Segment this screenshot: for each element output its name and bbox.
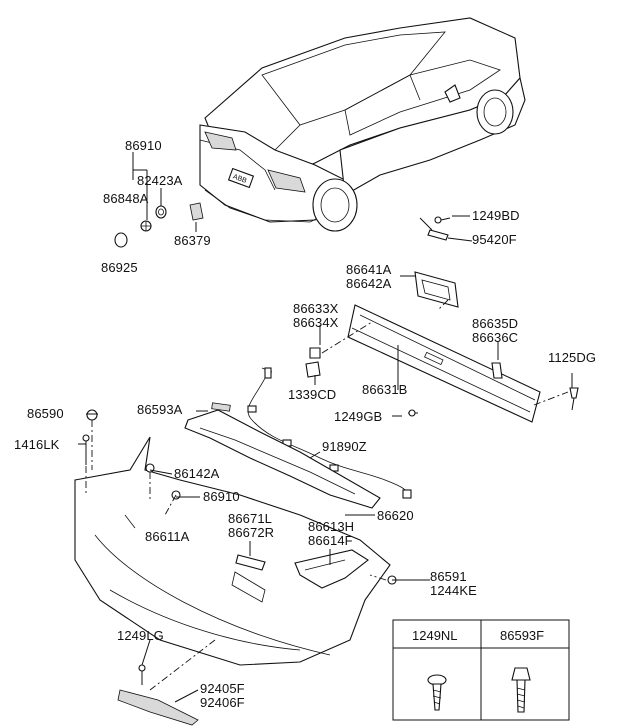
label-1339CD: 1339CD: [288, 387, 336, 402]
label-86614F: 86614F: [308, 533, 353, 548]
leader-lines: [78, 215, 573, 703]
bumper-cover: [74, 409, 397, 666]
label-86620: 86620: [377, 508, 414, 523]
label-86672R: 86672R: [228, 525, 274, 540]
energy-absorber: [184, 402, 381, 509]
label-82423A: 82423A: [137, 173, 183, 188]
label-86642A: 86642A: [346, 276, 392, 291]
rear-beam: [305, 216, 579, 423]
legend-col1-header: 1249NL: [412, 628, 458, 643]
label-91890Z: 91890Z: [322, 439, 367, 454]
label-1125DG: 1125DG: [548, 350, 596, 365]
lower-trim: [117, 639, 216, 726]
label-86636C: 86636C: [472, 330, 518, 345]
label-86142A: 86142A: [174, 466, 220, 481]
label-86633X: 86633X: [293, 301, 339, 316]
label-1249LG: 1249LG: [117, 628, 164, 643]
label-92405F: 92405F: [200, 681, 245, 696]
label-1249GB: 1249GB: [334, 409, 382, 424]
car-illustration: ABB: [199, 17, 526, 232]
screw-1249NL-icon: [427, 674, 447, 711]
wiring-harness: [247, 367, 412, 499]
label-92406F: 92406F: [200, 695, 245, 710]
bolt-86593F-icon: [511, 667, 531, 713]
label-86591: 86591: [430, 569, 467, 584]
label-86613H: 86613H: [308, 519, 354, 534]
label-86611A: 86611A: [145, 529, 190, 544]
label-1249BD: 1249BD: [472, 208, 520, 223]
legend-table: [392, 619, 570, 721]
label-86925: 86925: [101, 260, 138, 275]
label-86379: 86379: [174, 233, 211, 248]
label-1416LK: 1416LK: [14, 437, 60, 452]
label-86641A: 86641A: [346, 262, 392, 277]
legend-col2-header: 86593F: [500, 628, 544, 643]
label-86671L: 86671L: [228, 511, 272, 526]
label-86631B: 86631B: [362, 382, 407, 397]
label-86590: 86590: [27, 406, 64, 421]
label-1244KE: 1244KE: [430, 583, 477, 598]
label-86910-top: 86910: [125, 138, 162, 153]
label-86593A: 86593A: [137, 402, 183, 417]
svg-text:ABB: ABB: [232, 173, 248, 185]
label-86848A: 86848A: [103, 191, 149, 206]
label-86635D: 86635D: [472, 316, 518, 331]
emblem-parts: [114, 152, 204, 248]
label-86910-mid: 86910: [203, 489, 240, 504]
part-labels: 86910 82423A 86848A 86379 86925 1249BD 9…: [14, 138, 596, 710]
label-86634X: 86634X: [293, 315, 339, 330]
label-95420F: 95420F: [472, 232, 517, 247]
